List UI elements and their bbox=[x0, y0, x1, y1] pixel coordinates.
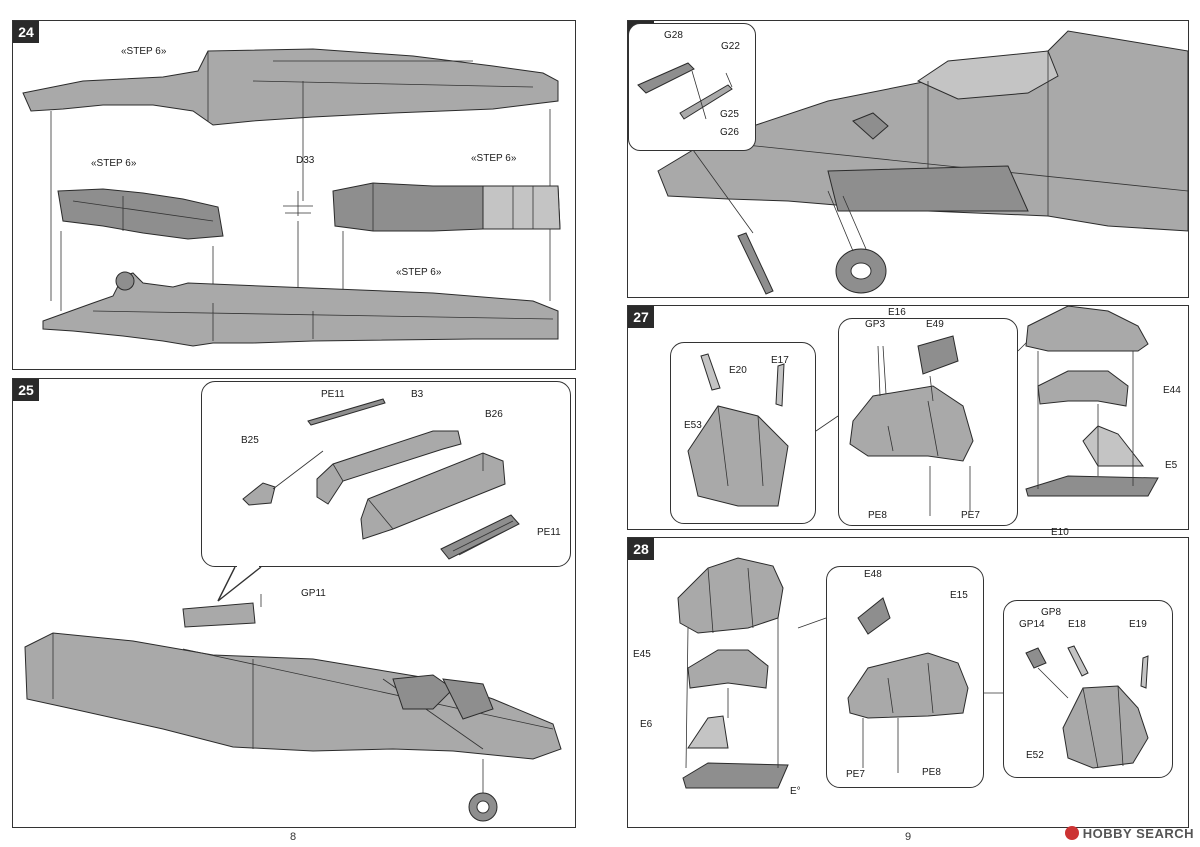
g-parts-detail bbox=[637, 62, 733, 120]
g28-callout: G28 bbox=[664, 30, 683, 41]
pe8-callout: PE8 bbox=[868, 510, 887, 521]
gp11-callout: GP11 bbox=[301, 588, 326, 599]
step-24-frame: 24 «STEP 6» «STEP 6» D33 «STEP 6» « bbox=[12, 20, 576, 370]
left-page: 24 «STEP 6» «STEP 6» D33 «STEP 6» « bbox=[0, 0, 590, 847]
step-26-frame: 26 G28 G22 G25 G26 bbox=[627, 20, 1189, 298]
e5-callout: E5 bbox=[1165, 460, 1178, 471]
fuselage-upper-half bbox=[22, 48, 561, 347]
pe11-callout-top: PE11 bbox=[321, 389, 345, 400]
e9-callout: E° bbox=[790, 786, 801, 797]
e17-callout: E17 bbox=[771, 355, 789, 366]
step-25-frame: 25 bbox=[12, 378, 576, 828]
gp3-callout: GP3 bbox=[865, 319, 886, 330]
detail-bubble bbox=[201, 381, 571, 567]
d33-callout: D33 bbox=[296, 155, 315, 166]
e10-callout: E10 bbox=[1051, 527, 1069, 538]
b25-callout: B25 bbox=[241, 435, 259, 446]
step6-callout-cockpit: «STEP 6» bbox=[91, 158, 137, 169]
bubble-pointer bbox=[24, 398, 562, 822]
g22-callout: G22 bbox=[721, 41, 740, 52]
step-number: 28 bbox=[628, 538, 654, 560]
watermark: HOBBY SEARCH bbox=[1064, 826, 1194, 841]
pe8-callout: PE8 bbox=[922, 767, 941, 778]
e18-callout: E18 bbox=[1068, 619, 1086, 630]
step-26-drawing bbox=[657, 30, 1189, 295]
e52-callout: E52 bbox=[1026, 750, 1044, 761]
pe7-callout: PE7 bbox=[846, 769, 865, 780]
step-number: 24 bbox=[13, 21, 39, 43]
b26-callout: B26 bbox=[485, 409, 503, 420]
e16-callout: E16 bbox=[888, 307, 906, 318]
e6-callout: E6 bbox=[640, 719, 653, 730]
page-number: 8 bbox=[290, 831, 297, 843]
e19-callout: E19 bbox=[1129, 619, 1147, 630]
pe7-callout: PE7 bbox=[961, 510, 980, 521]
b3-callout: B3 bbox=[411, 389, 424, 400]
g26-callout: G26 bbox=[720, 127, 739, 138]
pe11-callout-bottom: PE11 bbox=[537, 527, 561, 538]
watermark-text: HOBBY SEARCH bbox=[1082, 826, 1194, 841]
hobby-search-logo-icon bbox=[1064, 826, 1079, 840]
gp8-callout: GP8 bbox=[1041, 607, 1062, 618]
step6-callout-lower: «STEP 6» bbox=[396, 267, 442, 278]
step-27-frame: 27 E16 GP3 E49 E20 E17 bbox=[627, 305, 1189, 538]
step6-callout-top: «STEP 6» bbox=[121, 46, 167, 57]
step6-callout-engine: «STEP 6» bbox=[471, 153, 517, 164]
right-page: 26 G28 G22 G25 G26 27 bbox=[600, 0, 1200, 847]
e44-callout: E44 bbox=[1163, 385, 1181, 396]
e48-callout: E48 bbox=[864, 569, 882, 580]
e45-callout: E45 bbox=[633, 649, 651, 660]
step-28-drawing bbox=[677, 557, 1149, 789]
g25-callout: G25 bbox=[720, 109, 739, 120]
step-27-drawing bbox=[687, 305, 1159, 516]
step-number: 27 bbox=[628, 306, 654, 328]
gp14-callout: GP14 bbox=[1019, 619, 1045, 630]
step-number: 25 bbox=[13, 379, 39, 401]
step-28-frame: 28 E48 E15 E45 E6 bbox=[627, 537, 1189, 828]
e53-callout: E53 bbox=[684, 420, 702, 431]
e49-callout: E49 bbox=[926, 319, 944, 330]
e15-callout: E15 bbox=[950, 590, 968, 601]
e20-callout: E20 bbox=[729, 365, 747, 376]
page-number: 9 bbox=[905, 831, 912, 843]
